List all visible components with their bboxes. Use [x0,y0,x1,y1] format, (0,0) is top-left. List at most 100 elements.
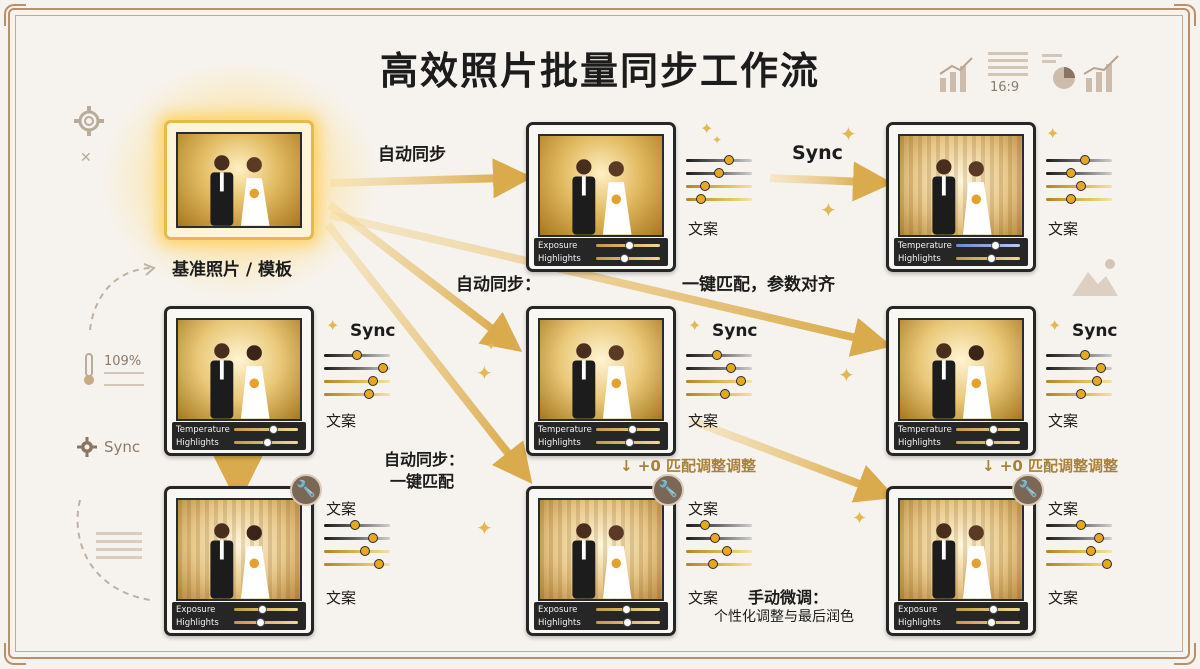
copy-label: 文案 [1048,500,1079,518]
slider-knob[interactable] [350,520,360,530]
exposure-slider[interactable] [234,605,298,614]
highlights-slider[interactable] [596,254,660,263]
exposure-slider[interactable] [596,605,660,614]
photo-card-bottom-right[interactable]: Exposure Highlights [886,486,1036,636]
slider-knob[interactable] [700,181,710,191]
sparkle-icon: ✦ [688,316,702,335]
slider-knob[interactable] [722,546,732,556]
slider-knob[interactable] [368,376,378,386]
auto-sync-label-line1: 自动同步： [384,450,465,469]
slider-knob[interactable] [360,546,370,556]
highlights-slider[interactable] [596,438,660,447]
copy-label: 文案 [326,500,357,518]
slider-knob[interactable] [710,533,720,543]
couple-illustration [932,343,992,419]
slider-knob[interactable] [1076,181,1086,191]
photo-controls: Temperature Highlights [894,238,1028,266]
exposure-slider[interactable] [596,241,660,250]
highlights-slider[interactable] [234,438,298,447]
photo [538,498,664,601]
gear-icon [77,437,97,457]
temperature-slider[interactable] [956,241,1020,250]
wrench-icon[interactable]: 🔧 [1012,474,1044,506]
slider-panel [324,348,390,400]
sync-label: Sync [712,321,758,341]
slider-knob[interactable] [736,376,746,386]
sparkle-icon: ✦ [486,339,497,353]
slider-knob[interactable] [1066,194,1076,204]
sync-label: Sync [350,321,396,341]
slider-knob[interactable] [378,363,388,373]
photo [898,318,1024,421]
highlights-slider[interactable] [234,618,298,627]
couple-illustration [210,343,270,419]
thermometer-icon [84,353,94,385]
slider-knob[interactable] [1076,520,1086,530]
slider-knob[interactable] [1102,559,1112,569]
slider-knob[interactable] [1094,533,1104,543]
photo-card-mid-right[interactable]: Temperature Highlights [886,306,1036,456]
slider-knob[interactable] [726,363,736,373]
mountain-icon [1072,259,1118,296]
slider-knob[interactable] [1066,168,1076,178]
slider-knob[interactable] [1086,546,1096,556]
slider-knob[interactable] [712,350,722,360]
couple-illustration [572,523,632,599]
photo-card-top-right[interactable]: Temperature Highlights [886,122,1036,272]
wrench-icon[interactable]: 🔧 [652,474,684,506]
slider-knob[interactable] [1092,376,1102,386]
slider-knob[interactable] [720,389,730,399]
photo [538,318,664,421]
copy-label: 文案 [688,589,719,607]
temperature-slider[interactable] [956,425,1020,434]
decor-sync-label: Sync [104,438,141,456]
slider-knob[interactable] [714,168,724,178]
copy-label: 文案 [688,220,719,238]
arrow-b-to-c [769,161,893,202]
text-lines-icon [104,372,144,386]
slider-knob[interactable] [1096,363,1106,373]
couple-illustration [932,523,992,599]
temperature-slider[interactable] [234,425,298,434]
frame-corner [4,643,26,665]
slider-knob[interactable] [364,389,374,399]
highlights-slider[interactable] [956,254,1020,263]
slider-knob[interactable] [1080,155,1090,165]
sparkle-icon: ✦ [838,363,855,387]
highlights-slider[interactable] [956,618,1020,627]
photo-card-top-middle[interactable]: Exposure Highlights [526,122,676,272]
slider-knob[interactable] [1080,350,1090,360]
slider-panel [686,348,752,400]
slider-knob[interactable] [374,559,384,569]
photo-card-center[interactable]: Temperature Highlights [526,306,676,456]
photo-card-mid-left[interactable]: Temperature Highlights [164,306,314,456]
photo-card-bottom-middle[interactable]: Exposure Highlights [526,486,676,636]
manual-label-line2: 个性化调整与最后润色 [714,609,854,625]
sparkle-icon: ✦ [852,508,868,529]
slider-knob[interactable] [700,520,710,530]
slider-knob[interactable] [696,194,706,204]
slider-knob[interactable] [1076,389,1086,399]
slider-knob[interactable] [724,155,734,165]
photo-controls: Temperature Highlights [172,422,306,450]
copy-label: 文案 [688,500,719,518]
slider-panel [1046,518,1112,570]
sync-label: Sync [1072,321,1118,341]
slider-knob[interactable] [708,559,718,569]
slider-knob[interactable] [368,533,378,543]
highlights-slider[interactable] [956,438,1020,447]
exposure-slider[interactable] [956,605,1020,614]
copy-label: 文案 [1048,589,1079,607]
text-lines-icon [988,52,1028,76]
photo [176,498,302,601]
sparkle-icon: ✦ [1048,316,1062,335]
photo-card-bottom-left[interactable]: Exposure Highlights [164,486,314,636]
highlights-slider[interactable] [596,618,660,627]
reference-photo-card[interactable] [164,120,314,240]
reference-label: 基准照片 / 模板 [172,260,293,280]
slider-knob[interactable] [352,350,362,360]
percent-readout: 109% [104,354,142,369]
temperature-slider[interactable] [596,425,660,434]
wrench-icon[interactable]: 🔧 [290,474,322,506]
slider-panel [1046,348,1112,400]
